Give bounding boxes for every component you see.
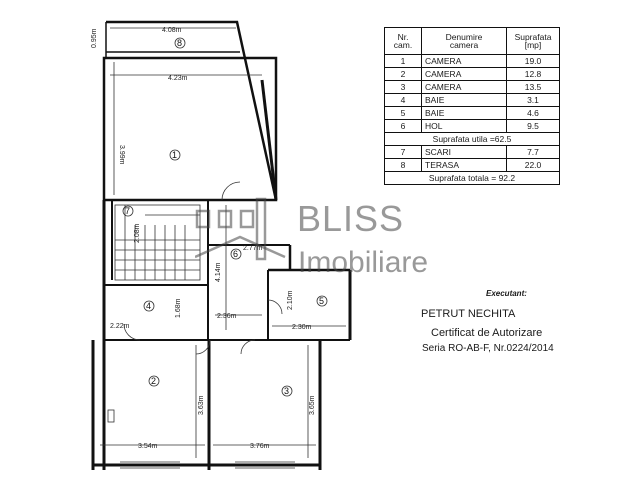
room-number: 7 — [125, 206, 130, 216]
header-nr: Nr. cam. — [384, 27, 422, 55]
cell: 8 — [384, 158, 422, 172]
header-name: Denumire camera — [421, 27, 507, 55]
cell: HOL — [421, 119, 507, 133]
cell: 4 — [384, 93, 422, 107]
dim-label: 2.30m — [292, 324, 312, 331]
dim-label: 4.23m — [168, 75, 188, 82]
dim-label: 3.63m — [198, 395, 205, 415]
dim-label: 2.36m — [217, 313, 237, 320]
watermark-brand: BLISS — [297, 198, 405, 239]
cell: 5 — [384, 106, 422, 120]
dim-label: 3.54m — [138, 443, 158, 450]
dim-label: 1.68m — [175, 298, 182, 318]
room-number: 4 — [146, 301, 151, 311]
stairs — [114, 204, 201, 281]
cell: 7 — [384, 145, 422, 159]
dim-label: 0.95m — [91, 28, 98, 48]
useful-area-row: Suprafata utila =62.5 — [384, 132, 560, 146]
room-markers: 8 1 7 6 4 5 2 3 — [122, 37, 328, 397]
cell: BAIE — [421, 93, 507, 107]
room-number: 6 — [233, 249, 238, 259]
cell: 1 — [384, 54, 422, 68]
watermark-logo — [195, 197, 286, 261]
table-header: Nr. cam. Denumire camera Suprafata [mp] — [384, 27, 560, 55]
executant-name: PETRUT NECHITA — [421, 308, 516, 320]
header-area: Suprafata [mp] — [506, 27, 560, 55]
cell: 22.0 — [506, 158, 560, 172]
useful-area: Suprafata utila =62.5 — [384, 132, 560, 146]
room-number: 8 — [177, 38, 182, 48]
dim-label: 3.76m — [250, 443, 270, 450]
cell: 3.1 — [506, 93, 560, 107]
cell: CAMERA — [421, 80, 507, 94]
room-number: 5 — [319, 296, 324, 306]
cell: 2 — [384, 67, 422, 81]
executant-serial: Seria RO-AB-F, Nr.0224/2014 — [422, 343, 554, 354]
dim-label: 2.10m — [287, 290, 294, 310]
executant-certificate: Certificat de Autorizare — [431, 327, 543, 339]
room-number: 3 — [284, 386, 289, 396]
cell: 9.5 — [506, 119, 560, 133]
cell: 4.6 — [506, 106, 560, 120]
room-number: 1 — [172, 150, 177, 160]
cell: 3 — [384, 80, 422, 94]
room-number: 2 — [151, 376, 156, 386]
executant-label: Executant: — [486, 289, 527, 298]
total-area-row: Suprafata totala = 92.2 — [384, 171, 560, 185]
cell: 12.8 — [506, 67, 560, 81]
dim-label: 2.22m — [110, 323, 130, 330]
cell: BAIE — [421, 106, 507, 120]
dim-label: 4.14m — [215, 262, 222, 282]
room-area-table: Nr. cam. Denumire camera Suprafata [mp] … — [384, 27, 560, 185]
watermark-sub: Imobiliare — [298, 246, 429, 279]
total-area: Suprafata totala = 92.2 — [384, 171, 560, 185]
cell: SCARI — [421, 145, 507, 159]
cell: 6 — [384, 119, 422, 133]
dim-label: 3.99m — [118, 145, 125, 165]
dim-label: 2.08m — [134, 223, 141, 243]
cell: CAMERA — [421, 67, 507, 81]
cell: 19.0 — [506, 54, 560, 68]
dim-label: 4.08m — [162, 27, 182, 34]
plan-walls — [91, 20, 352, 470]
cell: 7.7 — [506, 145, 560, 159]
dim-label: 2.77m — [243, 245, 263, 252]
cell: TERASA — [421, 158, 507, 172]
cell: 13.5 — [506, 80, 560, 94]
dim-label: 3.65m — [309, 395, 316, 415]
cell: CAMERA — [421, 54, 507, 68]
